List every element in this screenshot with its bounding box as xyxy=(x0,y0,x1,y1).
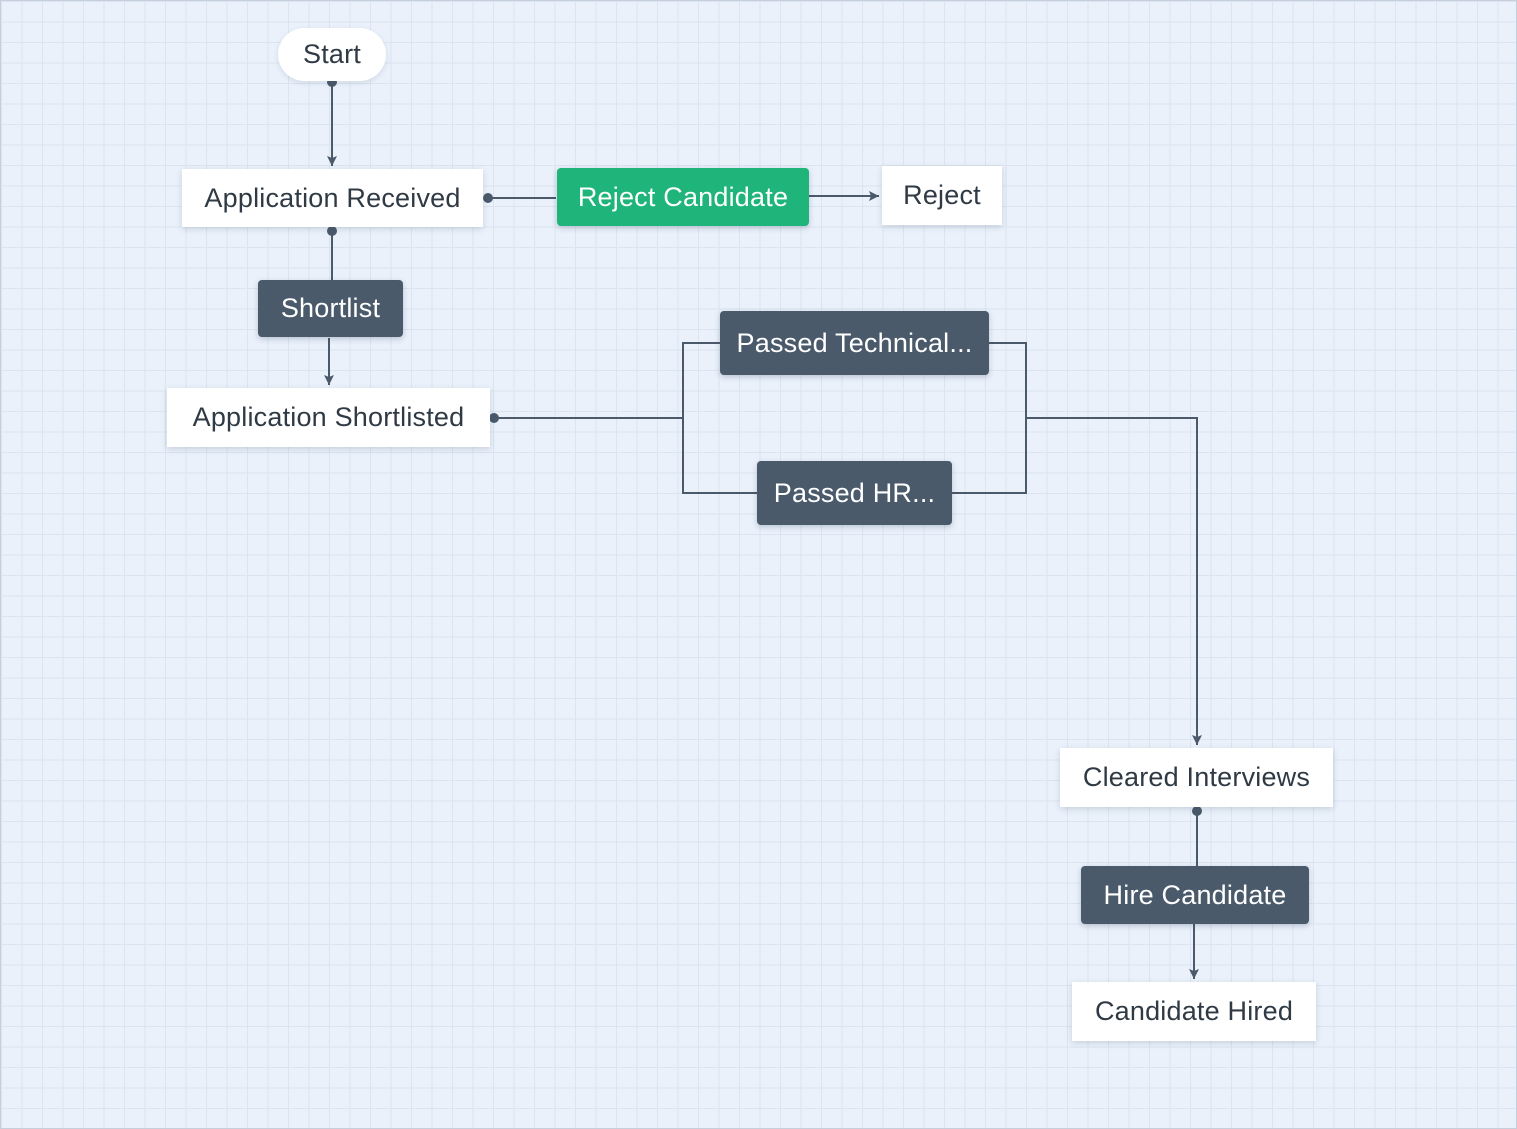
state-application-shortlisted[interactable]: Application Shortlisted xyxy=(167,388,490,447)
state-reject[interactable]: Reject xyxy=(882,166,1002,225)
connector-port xyxy=(483,193,493,203)
state-application-received[interactable]: Application Received xyxy=(182,169,483,227)
connector-port xyxy=(327,226,337,236)
connector-port xyxy=(1192,806,1202,816)
connector-split-to-hr xyxy=(682,418,757,494)
action-passed-hr[interactable]: Passed HR... xyxy=(757,461,952,525)
state-candidate-hired[interactable]: Candidate Hired xyxy=(1072,982,1316,1041)
connector-hr-to-merge xyxy=(952,418,1027,494)
action-hire-candidate[interactable]: Hire Candidate xyxy=(1081,866,1309,924)
state-cleared-interviews[interactable]: Cleared Interviews xyxy=(1060,748,1333,807)
connector-merge-to-cleared xyxy=(1026,417,1202,745)
action-shortlist[interactable]: Shortlist xyxy=(258,280,403,337)
start-node[interactable]: Start xyxy=(278,28,386,81)
connector-split-to-technical xyxy=(682,342,720,418)
connector-port xyxy=(489,413,499,423)
action-reject-candidate[interactable]: Reject Candidate xyxy=(557,168,809,226)
action-passed-technical[interactable]: Passed Technical... xyxy=(720,311,989,375)
connector-technical-to-merge xyxy=(989,342,1027,418)
